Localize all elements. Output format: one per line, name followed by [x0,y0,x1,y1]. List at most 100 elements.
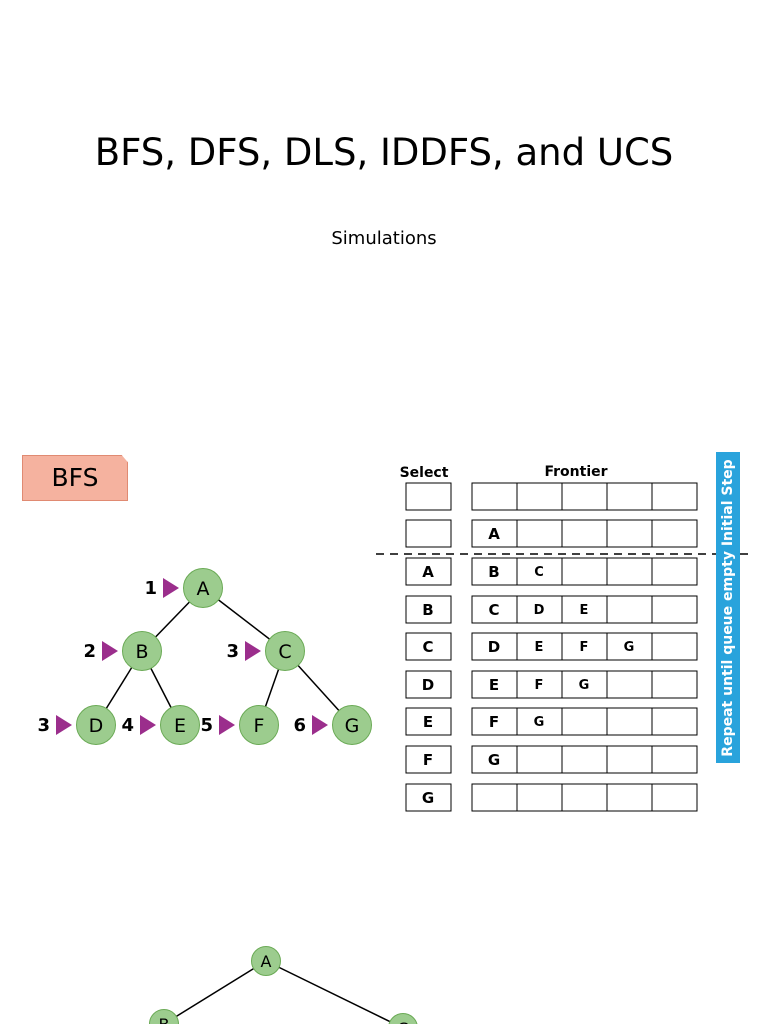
frontier-cell-row-0-col-2 [561,482,608,511]
bottom-tree-node-b [149,1009,179,1024]
tree-node-f [239,705,279,745]
tree-node-c [265,631,305,671]
select-cell-text-row-2: A [422,563,434,581]
frontier-cell-text-row-5-col-1: F [535,678,544,693]
select-cell-row-7 [405,745,452,774]
frontier-cell-row-4-col-4 [651,632,698,661]
page-subtitle: Simulations [331,228,437,249]
repeat-step-banner: Repeat until queue empty Initial Step [716,452,740,763]
frontier-cell-row-0-col-3 [606,482,653,511]
tree-node-label-f: F [254,715,265,737]
frontier-cell-row-5-col-1 [516,670,563,699]
visit-order-marker-e [140,715,156,735]
select-cell-row-2 [405,557,452,586]
frontier-cell-row-6-col-0 [471,707,518,736]
frontier-cell-row-3-col-3 [606,595,653,624]
visit-order-marker-a [163,578,179,598]
frontier-cell-row-7-col-2 [561,745,608,774]
tree-node-label-a: A [197,578,210,600]
tree-node-label-c: C [278,641,291,663]
frontier-cell-row-7-col-4 [651,745,698,774]
select-cell-row-8 [405,783,452,812]
frontier-cell-text-row-2-col-0: B [488,563,499,581]
select-column-header: Select [400,465,449,481]
frontier-cell-row-8-col-2 [561,783,608,812]
visit-order-marker-g [312,715,328,735]
tree-node-label-d: D [89,715,104,737]
select-cell-text-row-6: E [423,713,433,731]
frontier-cell-text-row-7-col-0: G [488,751,500,769]
frontier-cell-row-2-col-2 [561,557,608,586]
frontier-cell-row-6-col-1 [516,707,563,736]
frontier-cell-row-2-col-0 [471,557,518,586]
tree-node-label-e: E [174,715,186,737]
bottom-tree-node-label-c: C [397,1019,408,1024]
frontier-cell-text-row-4-col-0: D [488,638,500,656]
select-cell-text-row-4: C [422,638,433,656]
frontier-cell-text-row-4-col-3: G [624,640,635,655]
tree-node-d [76,705,116,745]
frontier-cell-row-1-col-1 [516,519,563,548]
frontier-cell-row-1-col-3 [606,519,653,548]
frontier-cell-row-4-col-0 [471,632,518,661]
frontier-cell-row-3-col-4 [651,595,698,624]
frontier-cell-text-row-3-col-2: E [580,603,589,618]
visit-order-marker-b [102,641,118,661]
bfs-section-tag: BFS [22,455,128,501]
frontier-cell-row-6-col-4 [651,707,698,736]
frontier-cell-text-row-3-col-0: C [488,601,499,619]
frontier-cell-row-2-col-3 [606,557,653,586]
visit-order-marker-f [219,715,235,735]
frontier-cell-row-4-col-3 [606,632,653,661]
select-cell-text-row-3: B [422,601,433,619]
frontier-cell-row-2-col-4 [651,557,698,586]
frontier-cell-row-4-col-2 [561,632,608,661]
frontier-cell-row-7-col-0 [471,745,518,774]
select-cell-row-6 [405,707,452,736]
frontier-cell-row-4-col-1 [516,632,563,661]
repeat-step-label: Repeat until queue empty Initial Step [720,458,736,757]
page-title: BFS, DFS, DLS, IDDFS, and UCS [94,131,674,174]
frontier-cell-row-0-col-1 [516,482,563,511]
select-cell-text-row-8: G [422,789,434,807]
frontier-cell-row-7-col-3 [606,745,653,774]
bottom-tree-node-label-a: A [261,952,272,971]
frontier-cell-row-3-col-1 [516,595,563,624]
frontier-column-header: Frontier [544,464,607,480]
visit-order-number-d: 3 [37,715,50,736]
tree-node-e [160,705,200,745]
select-cell-row-1 [405,519,452,548]
frontier-cell-row-8-col-4 [651,783,698,812]
tree-node-b [122,631,162,671]
bottom-tree-edge-AC [265,960,397,1024]
bottom-tree-edge-AB [163,960,267,1024]
visit-order-number-c: 3 [226,641,239,662]
select-cell-row-5 [405,670,452,699]
select-cell-row-3 [405,595,452,624]
frontier-cell-text-row-1-col-0: A [488,525,500,543]
frontier-cell-row-5-col-3 [606,670,653,699]
select-cell-text-row-5: D [422,676,434,694]
frontier-cell-row-8-col-1 [516,783,563,812]
select-cell-text-row-7: F [423,751,433,769]
visit-order-marker-d [56,715,72,735]
select-cell-row-0 [405,482,452,511]
visit-order-number-b: 2 [83,641,96,662]
frontier-cell-text-row-3-col-1: D [534,603,545,618]
frontier-cell-row-6-col-3 [606,707,653,736]
bottom-tree-node-label-b: B [159,1015,170,1024]
frontier-cell-row-1-col-0 [471,519,518,548]
frontier-cell-row-7-col-1 [516,745,563,774]
frontier-cell-row-1-col-2 [561,519,608,548]
select-cell-row-4 [405,632,452,661]
frontier-cell-text-row-2-col-1: C [534,565,544,580]
bottom-tree-node-c [388,1013,418,1024]
tree-node-label-b: B [135,641,148,663]
frontier-cell-row-2-col-1 [516,557,563,586]
frontier-cell-row-3-col-2 [561,595,608,624]
visit-order-marker-c [245,641,261,661]
frontier-cell-text-row-5-col-2: G [579,678,590,693]
frontier-cell-text-row-6-col-0: F [489,713,499,731]
frontier-cell-text-row-5-col-0: E [489,676,499,694]
frontier-cell-text-row-6-col-1: G [534,715,545,730]
